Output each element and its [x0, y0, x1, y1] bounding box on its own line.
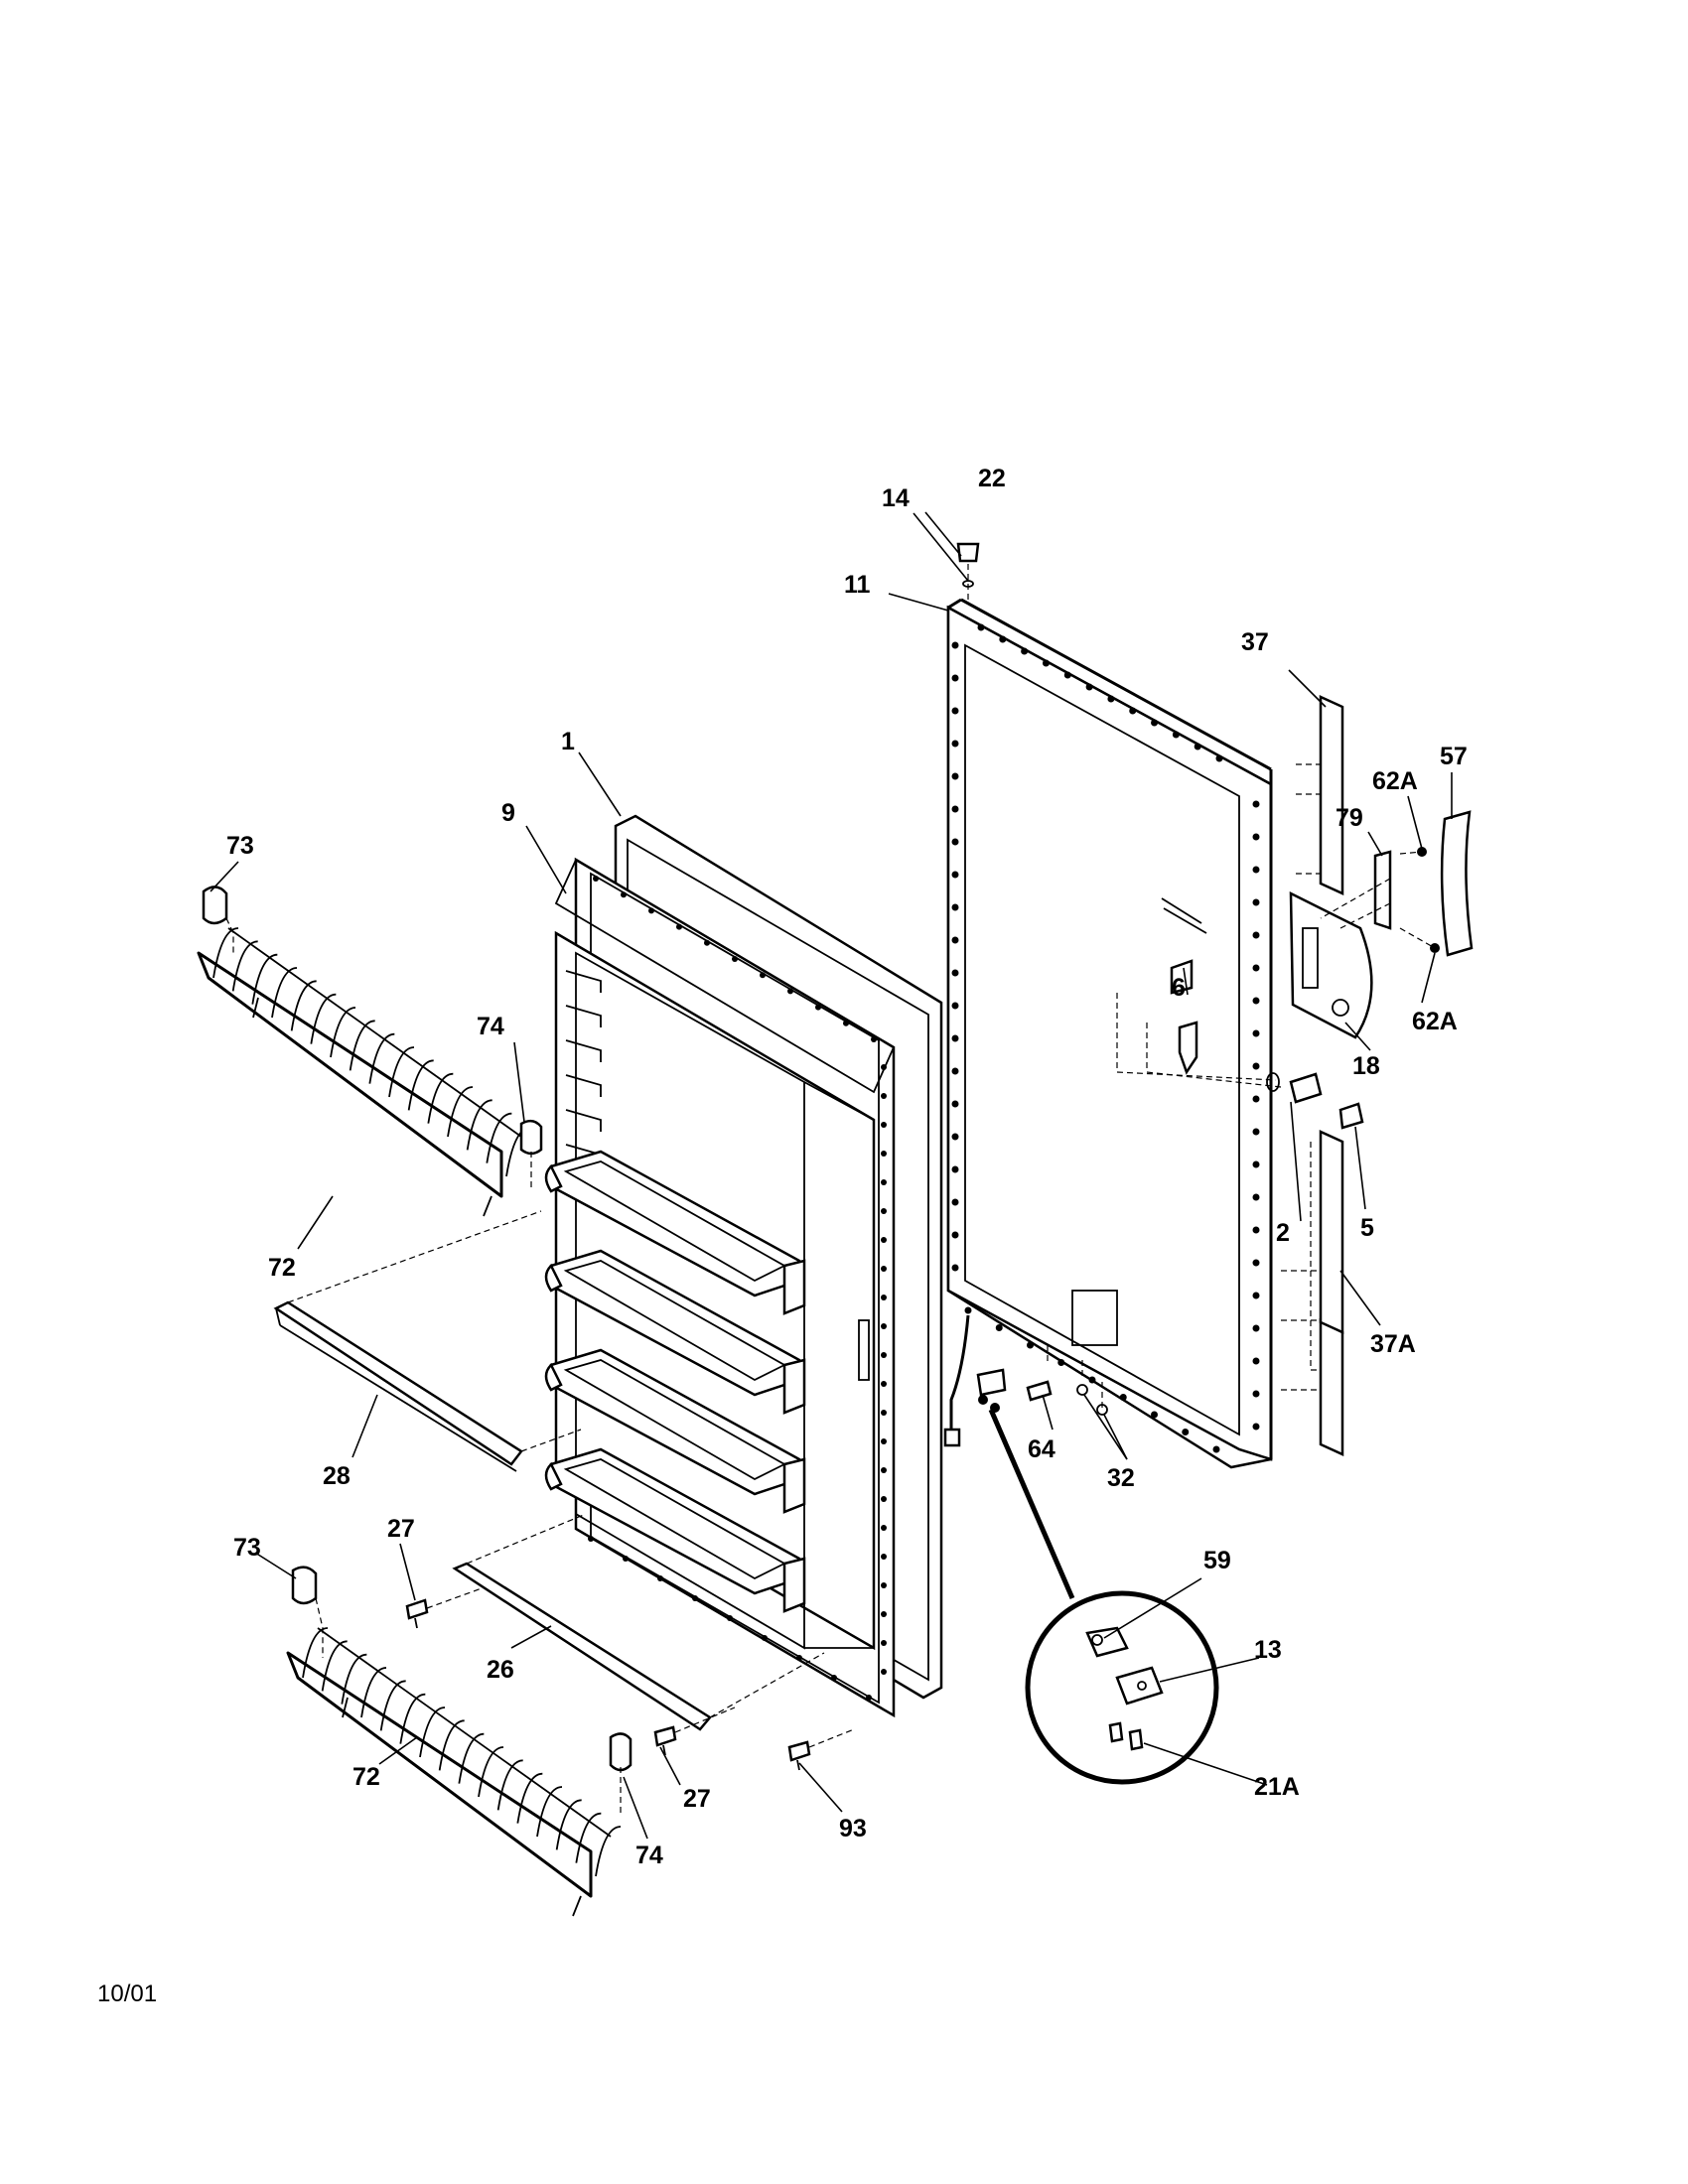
- inner-door-liner: [544, 857, 896, 1718]
- hinge-hardware: [943, 1314, 1108, 1599]
- leader-lines: [210, 511, 1453, 1840]
- hinge-detail-callout: [1025, 1590, 1219, 1785]
- callout-74-bottom: 74: [635, 1842, 663, 1869]
- callout-62a-bottom: 62A: [1412, 1008, 1458, 1035]
- callout-73-top: 73: [226, 832, 254, 860]
- callout-73-bottom: 73: [233, 1534, 261, 1562]
- callout-93: 93: [839, 1815, 867, 1843]
- shelf-bars: [273, 1210, 825, 1731]
- callout-26: 26: [487, 1656, 514, 1684]
- callout-32: 32: [1107, 1464, 1135, 1492]
- callout-57: 57: [1440, 743, 1468, 770]
- callout-79: 79: [1336, 804, 1363, 832]
- callout-59: 59: [1203, 1547, 1231, 1574]
- callout-72-bottom: 72: [352, 1763, 380, 1791]
- callout-1: 1: [561, 728, 575, 755]
- callout-64: 64: [1028, 1435, 1055, 1463]
- callout-5: 5: [1360, 1214, 1374, 1242]
- callout-2: 2: [1276, 1219, 1290, 1247]
- callout-27-bottom: 27: [683, 1785, 711, 1813]
- revision-date: 10/01: [97, 1980, 158, 2007]
- callout-14: 14: [882, 484, 910, 512]
- outer-door-panel: [946, 598, 1273, 1469]
- handle-and-trim-hardware: [956, 542, 1474, 1456]
- callout-62a-top: 62A: [1372, 767, 1418, 795]
- callout-22: 22: [978, 465, 1006, 492]
- callout-21a: 21A: [1254, 1773, 1300, 1801]
- callout-74-top: 74: [477, 1013, 504, 1040]
- callout-72-top: 72: [268, 1254, 296, 1282]
- callout-9: 9: [501, 799, 515, 827]
- callout-37: 37: [1241, 628, 1269, 656]
- callout-11: 11: [844, 571, 871, 599]
- part-callouts: 22 14 11 37 57 62A 79 62A 18 6 5 2 37A 6…: [226, 465, 1468, 1869]
- callout-6: 6: [1172, 974, 1186, 1002]
- callout-13: 13: [1254, 1636, 1282, 1664]
- callout-37a: 37A: [1370, 1330, 1416, 1358]
- callout-27-top: 27: [387, 1515, 415, 1543]
- wire-shelves: [197, 886, 855, 1917]
- callout-28: 28: [323, 1462, 351, 1490]
- callout-18: 18: [1352, 1052, 1380, 1080]
